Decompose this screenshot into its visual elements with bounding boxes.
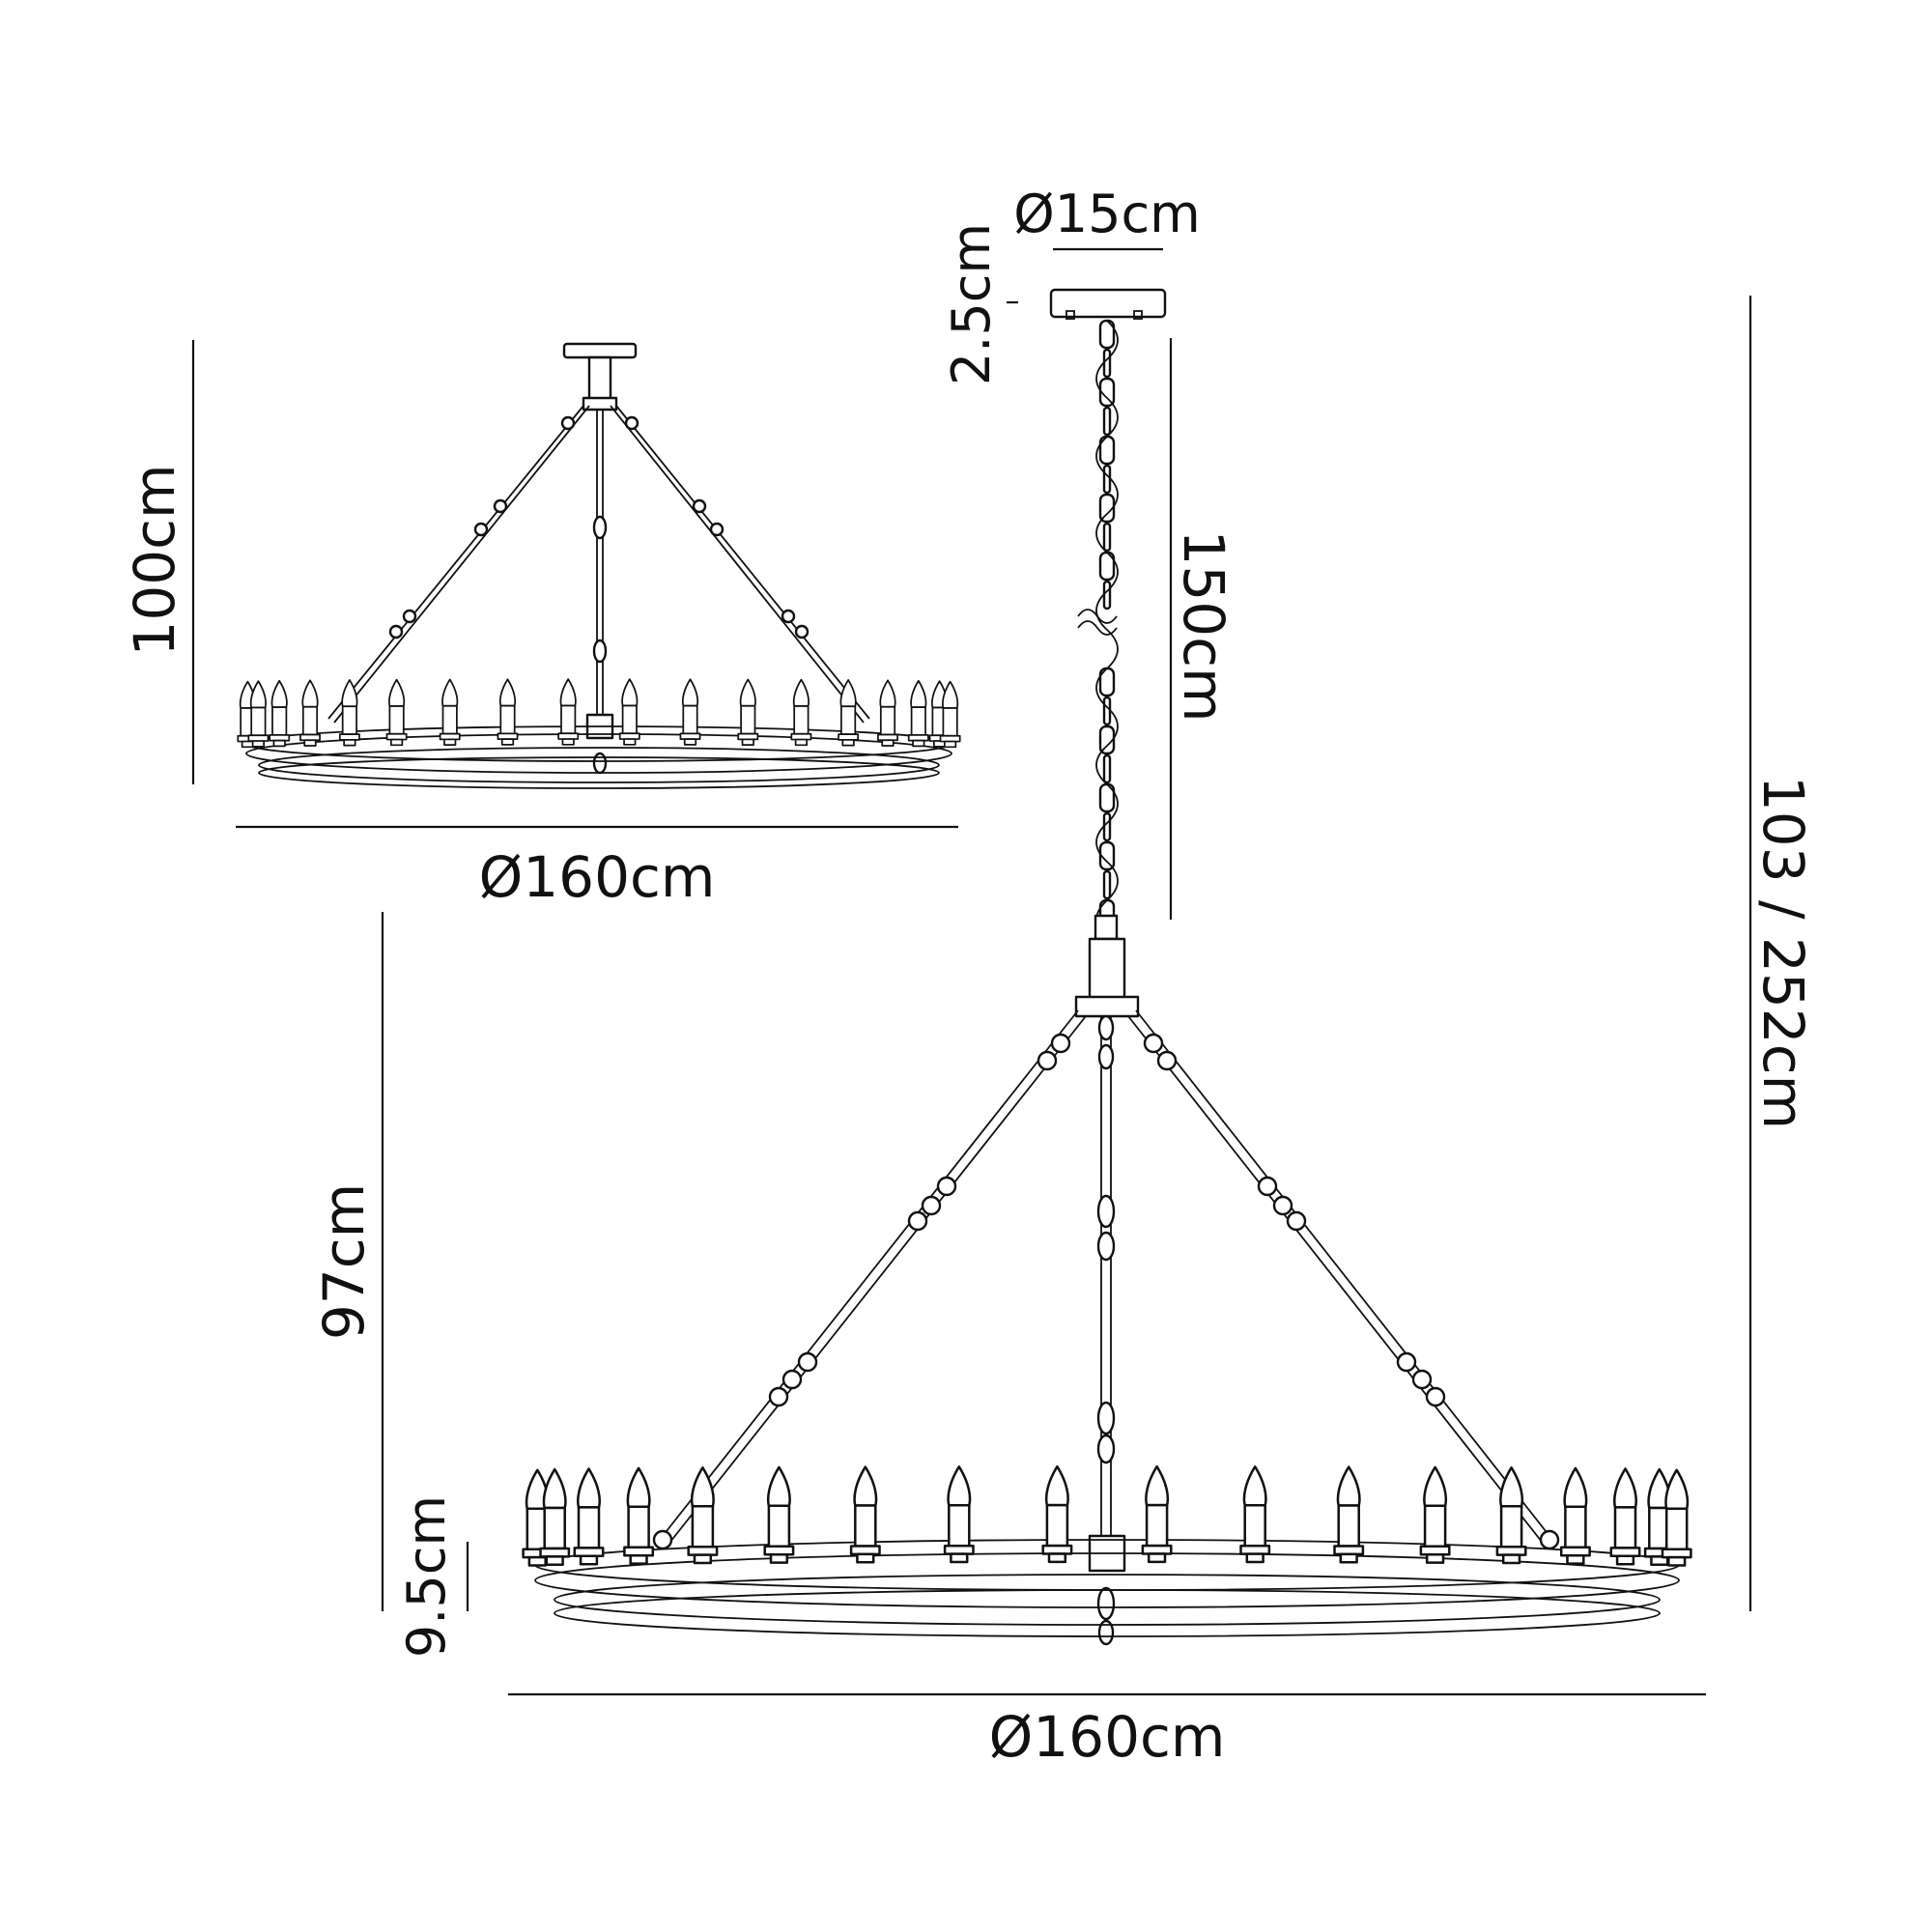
candle-icon (943, 1465, 975, 1564)
chain-link-icon (1098, 377, 1116, 408)
small-candles (237, 678, 961, 749)
candle-icon (618, 678, 640, 746)
candle-icon (1643, 1467, 1675, 1567)
canopy-height-label: 2.5cm (941, 223, 1002, 385)
large-candles (522, 1464, 1692, 1567)
small-rods (327, 405, 870, 724)
candle-icon (338, 679, 360, 747)
candle-icon (385, 678, 408, 747)
canopy-diameter-label: Ø15cm (1013, 184, 1201, 244)
candle-icon (877, 679, 898, 747)
candle-icon (1419, 1465, 1451, 1564)
candle-icon (687, 1466, 719, 1565)
large-hub (1074, 995, 1140, 1018)
candle-icon (497, 678, 519, 746)
chain-link-icon (1102, 811, 1112, 842)
candle-icon (790, 678, 812, 747)
chain-link-icon (1102, 753, 1112, 784)
candle-icon (299, 679, 321, 747)
candle-icon (1239, 1465, 1271, 1564)
candle-icon (737, 678, 759, 746)
candle-icon (439, 678, 461, 746)
candle-icon (1495, 1466, 1527, 1565)
candle-icon (939, 680, 961, 749)
large-view: Ø15cm 2.5cm 150cm 103 / 252cm 97cm 9.5cm… (311, 184, 1816, 1770)
candle-icon (623, 1466, 655, 1565)
small-height-label: 100cm (122, 464, 187, 656)
large-canopy (1049, 288, 1167, 319)
candle-icon (1609, 1467, 1641, 1566)
small-hub (582, 396, 618, 412)
body-height-label: 97cm (311, 1183, 377, 1340)
chain-link-icon (1102, 869, 1112, 900)
candle-icon (557, 678, 580, 746)
large-stem (1088, 937, 1126, 1001)
candle-icon (679, 678, 701, 746)
small-stem (587, 355, 612, 402)
candle-icon (1559, 1466, 1591, 1565)
large-diameter-label: Ø160cm (989, 1704, 1226, 1770)
chain-link-icon (1098, 840, 1116, 871)
chain-link-icon (1102, 580, 1112, 611)
candle-icon (907, 679, 929, 748)
chain-cable (1095, 320, 1119, 940)
chain-length-label: 150cm (1171, 529, 1236, 722)
candle-icon (1141, 1464, 1173, 1564)
small-rod-links (388, 415, 810, 775)
candle-icon (269, 679, 291, 748)
chain-link-icon (1102, 464, 1112, 495)
candle-icon (247, 680, 270, 748)
chain-link-icon (1098, 493, 1116, 524)
total-height-label: 103 / 252cm (1750, 776, 1816, 1129)
chain-break-icon (1077, 609, 1118, 636)
candle-icon (1333, 1465, 1365, 1564)
candle-icon (1041, 1464, 1073, 1564)
candle-icon (1661, 1468, 1692, 1567)
candle-icon (539, 1467, 571, 1567)
candle-icon (838, 679, 860, 747)
small-view: 100cm Ø160cm (122, 340, 961, 910)
chain-link-icon (1102, 522, 1112, 553)
chain-link-icon (1102, 406, 1112, 437)
large-rod-links (652, 1014, 1560, 1646)
candle-icon (763, 1465, 795, 1564)
small-diameter-label: Ø160cm (479, 844, 716, 910)
large-chain-end (1094, 914, 1119, 941)
small-canopy (562, 342, 638, 359)
large-chain (1095, 319, 1119, 940)
large-rods (662, 1009, 1550, 1543)
chain-link-icon (1098, 724, 1116, 755)
chain-link-icon (1102, 696, 1112, 726)
candle-icon (849, 1465, 881, 1564)
ring-height-label: 9.5cm (396, 1495, 457, 1658)
chain-link-icon (1102, 348, 1112, 379)
candle-icon (573, 1467, 605, 1566)
